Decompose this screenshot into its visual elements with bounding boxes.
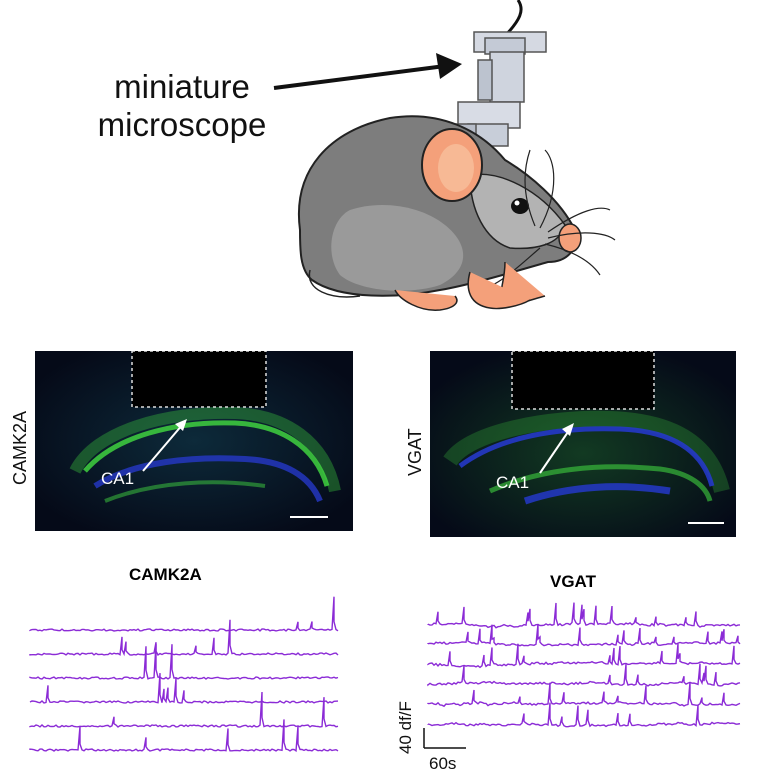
microscope-label: miniature microscope	[82, 68, 282, 144]
trace-line-left-5	[29, 719, 339, 753]
scale-y-label: 40 df/F	[396, 701, 415, 754]
right-traces	[427, 602, 741, 728]
trace-line-right-1	[427, 623, 741, 647]
microscope-label-line2: microscope	[97, 106, 267, 143]
left-traces	[29, 596, 339, 753]
right-ca1-label: CA1	[496, 473, 530, 492]
trace-line-right-5	[427, 702, 741, 728]
right-histology-panel: CA1	[430, 351, 736, 537]
trace-line-left-1	[29, 619, 339, 657]
mouse-illustration	[273, 0, 616, 311]
scale-bar	[423, 728, 466, 749]
trace-line-right-0	[427, 602, 741, 629]
right-histology-image	[430, 351, 736, 537]
trace-line-right-3	[427, 663, 741, 687]
mouse-body	[297, 115, 616, 311]
trace-line-left-4	[29, 691, 339, 728]
trace-line-left-2	[29, 644, 339, 680]
pointer-arrow	[273, 53, 462, 90]
microscope-label-line1: miniature	[114, 68, 250, 105]
trace-line-left-3	[29, 673, 339, 704]
left-ca1-label: CA1	[101, 469, 135, 488]
left-histology-image	[35, 351, 353, 531]
scale-x-label: 60s	[429, 754, 457, 773]
trace-line-right-2	[427, 643, 741, 669]
left-trace-title: CAMK2A	[129, 565, 202, 584]
trace-line-left-0	[29, 596, 339, 632]
right-trace-title: VGAT	[550, 572, 596, 591]
trace-line-right-4	[427, 681, 741, 708]
left-histology-panel: CA1	[35, 351, 353, 531]
